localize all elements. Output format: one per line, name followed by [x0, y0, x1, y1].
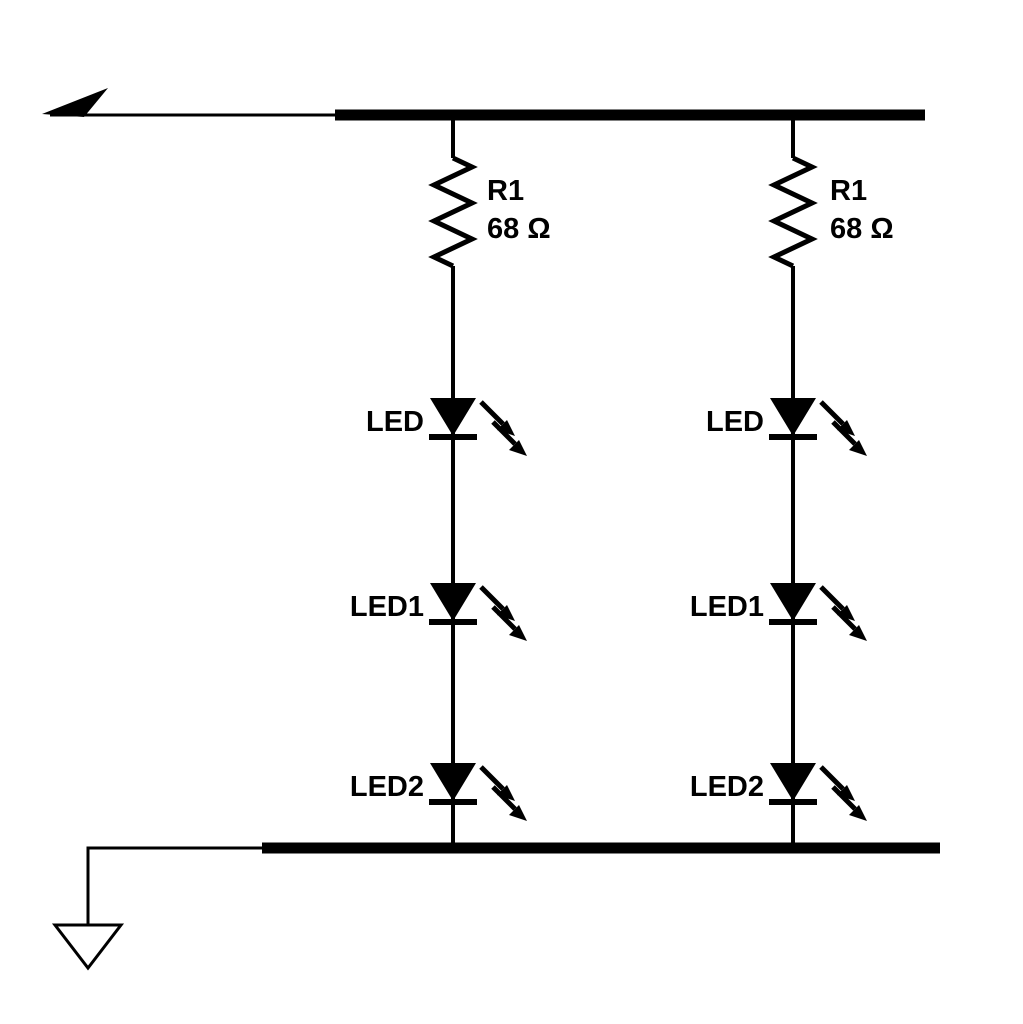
resistor-symbol	[774, 158, 812, 266]
ground-wire	[86, 846, 262, 925]
led-symbol	[769, 398, 867, 456]
led-label: LED	[706, 406, 764, 438]
led-label: LED	[366, 406, 424, 438]
led-label: LED2	[690, 771, 764, 803]
led-label: LED2	[350, 771, 424, 803]
ground-icon	[51, 923, 125, 971]
led-symbol	[429, 763, 527, 821]
led-label: LED1	[690, 591, 764, 623]
resistor-ref-label: R1	[487, 175, 524, 207]
resistor-value-label: 68 Ω	[487, 213, 551, 245]
resistor-value-label: 68 Ω	[830, 213, 894, 245]
led-symbol	[429, 583, 527, 641]
branch-1: R1 68 Ω LED LED1 LED2	[350, 110, 551, 848]
led-symbol	[769, 583, 867, 641]
resistor-ref-label: R1	[830, 175, 867, 207]
led-symbol	[429, 398, 527, 456]
branch-2: R1 68 Ω LED LED1 LED2	[690, 110, 894, 848]
resistor-symbol	[434, 158, 472, 266]
input-arrow-icon	[42, 88, 108, 117]
led-label: LED1	[350, 591, 424, 623]
led-symbol	[769, 763, 867, 821]
